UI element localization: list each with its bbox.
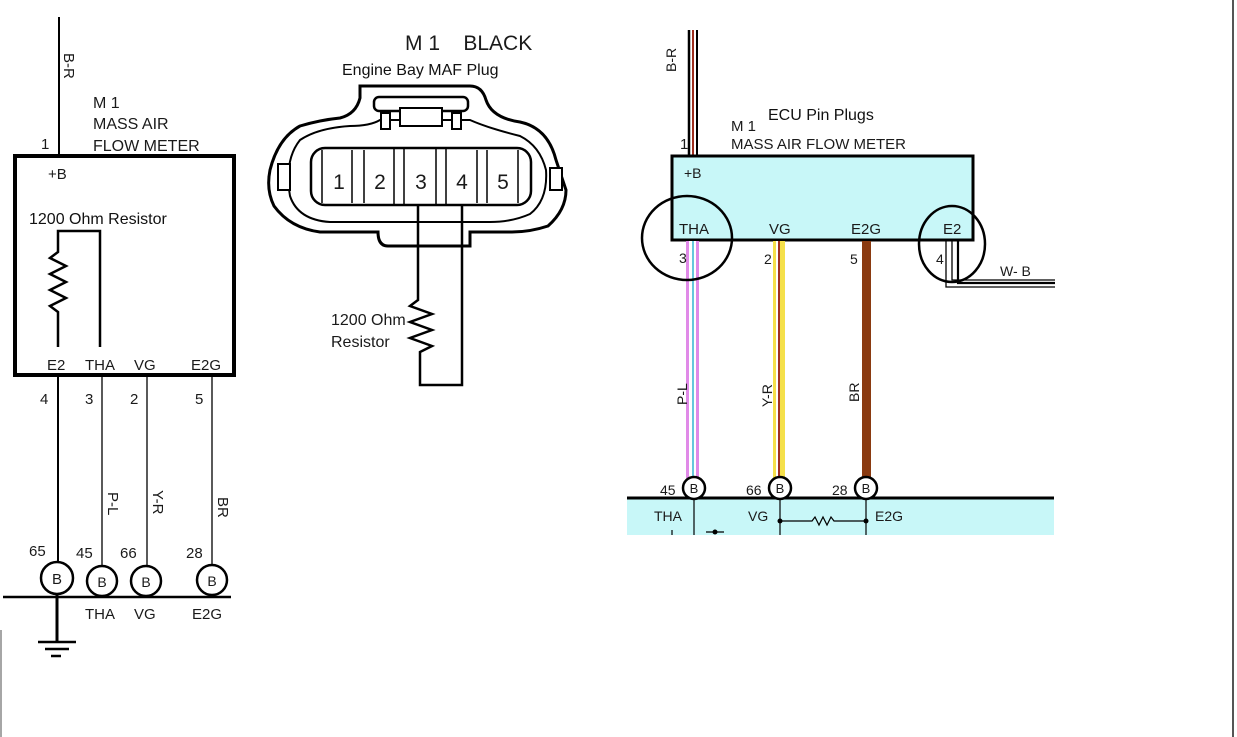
- connector-pin-1: 1: [333, 171, 345, 194]
- maf-sensor-box: [670, 154, 975, 242]
- maf-sensor-box: [13, 154, 236, 377]
- pin-label-e2: E2: [943, 221, 961, 238]
- pin-label-e2: E2: [47, 357, 65, 374]
- connector-side-tab-right: [549, 167, 563, 191]
- ecu-label-vg: VG: [134, 606, 156, 623]
- wire-color-label-pl: P-L: [674, 383, 690, 405]
- resistor-symbol: [47, 229, 102, 347]
- ecu-terminal-45: B: [681, 475, 707, 501]
- terminal-badge: B: [690, 481, 699, 496]
- ecu-label-tha: THA: [654, 508, 683, 524]
- terminal-badge: B: [862, 481, 871, 496]
- connector-resistor-annotation-1: 1200 Ohm: [331, 312, 406, 329]
- pin-number-1: 1: [41, 136, 49, 153]
- pin-number-5: 5: [850, 251, 858, 267]
- right-schematic: B-R ECU Pin Plugs M 1 MASS AIR FLOW METE…: [627, 30, 1055, 535]
- connector-subtitle: Engine Bay MAF Plug: [342, 62, 499, 79]
- connector-pin-cavity: [309, 146, 533, 207]
- wire-color-label-pl: P-L: [104, 492, 121, 515]
- component-id: M 1: [731, 118, 756, 135]
- ecu-heading: ECU Pin Plugs: [768, 107, 874, 124]
- ecu-pin-45: 45: [76, 545, 93, 562]
- pin-label-plus-b: +B: [48, 166, 67, 183]
- pin-label-tha: THA: [679, 221, 709, 238]
- pin-label-plus-b: +B: [684, 165, 702, 181]
- pin-label-vg: VG: [769, 221, 791, 238]
- connector-pin-5: 5: [497, 171, 509, 194]
- connector-inner-shell: [287, 119, 548, 223]
- ecu-terminal-45: B: [85, 564, 119, 598]
- highlight-circle-e2: [917, 204, 987, 284]
- ecu-label-e2g: E2G: [192, 606, 222, 623]
- ecu-label-tha: THA: [85, 606, 115, 623]
- ecu-pin-66: 66: [746, 482, 762, 498]
- connector-resistor-annotation-2: Resistor: [331, 334, 390, 351]
- ecu-label-e2g: E2G: [875, 508, 903, 524]
- connector-pin-3: 3: [415, 171, 427, 194]
- wire-color-label-wb: W- B: [1000, 263, 1031, 279]
- left-schematic: B-R M 1 MASS AIR FLOW METER 1 +B 1200 Oh…: [0, 17, 236, 737]
- wire-color-label-br2: BR: [214, 497, 231, 518]
- ecu-plug-band: [627, 499, 1054, 535]
- terminal-badge: B: [52, 571, 62, 588]
- component-name: MASS AIR FLOW METER: [731, 136, 906, 153]
- terminal-badge: B: [141, 574, 150, 590]
- terminal-badge: B: [207, 573, 216, 589]
- pin-label-e2g: E2G: [191, 357, 221, 374]
- connector-title: M 1 BLACK: [405, 32, 532, 55]
- pin-number-2: 2: [130, 391, 138, 408]
- wire-vg: [773, 241, 785, 478]
- wire-e2: [945, 241, 1055, 288]
- connector-resistor: [406, 205, 464, 387]
- pin-number-5: 5: [195, 391, 203, 408]
- wire-tha: [686, 241, 699, 478]
- ground-icon: [38, 595, 76, 658]
- pin-number-1: 1: [680, 136, 688, 153]
- ecu-terminal-28: B: [195, 563, 229, 597]
- component-id: M 1: [93, 95, 120, 112]
- pin-number-3: 3: [679, 250, 687, 266]
- ecu-terminal-28: B: [853, 475, 879, 501]
- connector-diagram: M 1 BLACK Engine Bay MAF Plug 1 2 3: [267, 32, 568, 387]
- ecu-pin-28: 28: [186, 545, 203, 562]
- connector-latch-tab: [399, 107, 443, 127]
- ecu-pin-45: 45: [660, 482, 676, 498]
- connector-pin-4: 4: [456, 171, 468, 194]
- ecu-terminal-66: B: [129, 564, 163, 598]
- ecu-pin-66: 66: [120, 545, 137, 562]
- wire-color-label-br2: BR: [846, 383, 862, 402]
- wire-color-label-br: B-R: [60, 53, 77, 79]
- component-name-line2: FLOW METER: [93, 138, 200, 155]
- component-name-line1: MASS AIR: [93, 116, 169, 133]
- pin-number-2: 2: [764, 251, 772, 267]
- wire-color-label-yr: Y-R: [759, 384, 775, 407]
- pin-label-e2g: E2G: [851, 221, 881, 238]
- terminal-badge: B: [776, 481, 785, 496]
- wire-e2g: [862, 241, 871, 478]
- pin-number-4: 4: [936, 251, 944, 267]
- ecu-pin-65: 65: [29, 543, 46, 560]
- ecu-pin-28: 28: [832, 482, 848, 498]
- pin-number-3: 3: [85, 391, 93, 408]
- wire-color-label-br: B-R: [663, 48, 679, 72]
- connector-pin-2: 2: [374, 171, 386, 194]
- ecu-internal-resistor: [777, 515, 869, 527]
- terminal-badge: B: [97, 574, 106, 590]
- ecu-label-vg: VG: [748, 508, 768, 524]
- connector-side-tab-left: [277, 163, 291, 191]
- resistor-annotation: 1200 Ohm Resistor: [29, 211, 168, 228]
- pin-label-vg: VG: [134, 357, 156, 374]
- wire-color-label-yr: Y-R: [149, 490, 166, 515]
- pin-number-4: 4: [40, 391, 48, 408]
- highlight-circle-tha: [640, 194, 734, 282]
- ecu-terminal-66: B: [767, 475, 793, 501]
- pin-label-tha: THA: [85, 357, 115, 374]
- ecu-terminal-65: B: [39, 560, 75, 596]
